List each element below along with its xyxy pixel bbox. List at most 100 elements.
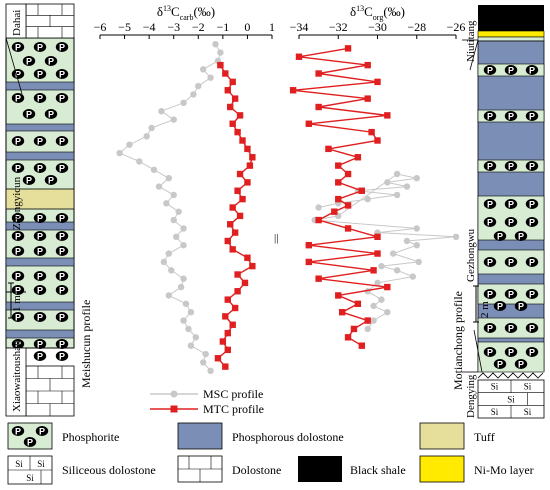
phosphorite-glyph-44: P <box>55 351 69 362</box>
data-point-mtc-0-36 <box>222 363 229 370</box>
data-point-msc-1-2 <box>364 195 371 203</box>
data-point-mtc-0-35 <box>214 355 222 362</box>
data-point-mtc-0-29 <box>231 304 239 312</box>
data-point-msc-0-10 <box>148 124 155 132</box>
data-point-mtc-1-13 <box>354 154 362 161</box>
data-point-msc-0-36 <box>187 342 195 349</box>
phosphorite-glyph-23: P <box>55 213 69 224</box>
data-point-msc-1-18 <box>378 262 385 270</box>
data-point-msc-0-18 <box>170 191 177 199</box>
svg-text:P: P <box>487 348 493 358</box>
data-point-msc-1-20 <box>409 273 417 280</box>
data-point-msc-0-30 <box>165 292 172 299</box>
x-tick-label-0-5: −1 <box>216 20 229 34</box>
svg-text:P: P <box>15 214 21 224</box>
phosphorite-glyph-65: P <box>483 289 497 300</box>
phosphorite-glyph-9: P <box>33 93 47 104</box>
separator-symbol: || <box>274 232 278 244</box>
legend-label-dolostone: Dolostone <box>232 463 281 477</box>
data-point-mtc-0-20 <box>231 229 239 236</box>
unconformity-line <box>477 372 544 379</box>
formation-label-dahai: Dahai <box>11 10 23 36</box>
data-point-mtc-1-3 <box>315 70 322 77</box>
dolostone-block-bottom <box>25 365 75 417</box>
svg-text:P: P <box>37 43 43 53</box>
legend-label-phosphorous-dolostone: Phosphorous dolostone <box>232 430 344 444</box>
data-point-mtc-1-26 <box>305 258 313 266</box>
phosphorite-glyph-30: P <box>11 271 25 282</box>
data-point-msc-0-35 <box>192 334 200 341</box>
phosphorite-glyph-29: P <box>55 246 69 257</box>
svg-text:P: P <box>37 247 43 257</box>
svg-text:P: P <box>39 427 45 437</box>
series-line-msc-profile-1 <box>314 173 457 330</box>
phosphorite-glyph-10: P <box>55 93 69 104</box>
legend-msc-marker <box>170 390 178 398</box>
svg-text:P: P <box>529 324 535 334</box>
phosphorite-glyph-37: P <box>33 312 47 323</box>
formation-label-gezhongwu: Gezhongwu <box>465 228 477 282</box>
svg-text:P: P <box>529 112 535 122</box>
svg-text:P: P <box>529 348 535 358</box>
svg-text:P: P <box>487 218 493 228</box>
data-point-mtc-0-33 <box>219 338 227 345</box>
data-point-msc-1-15 <box>413 241 420 249</box>
legend-label-siliceous-dolostone: Siliceous dolostone <box>62 463 156 477</box>
phosphorite-glyph-21: P <box>11 213 25 224</box>
data-point-msc-1-7 <box>413 174 420 182</box>
data-point-msc-1-6 <box>384 179 391 186</box>
svg-text:P: P <box>59 313 65 323</box>
phosphorite-glyph-76: P <box>493 359 507 370</box>
data-point-msc-0-8 <box>158 107 165 115</box>
phosphorite-glyph-28: P <box>33 246 47 257</box>
data-point-msc-1-23 <box>378 296 385 303</box>
chart-title-1: δ13Corg(‰) <box>350 4 405 22</box>
legend-label-black-shale: Black shale <box>350 463 406 477</box>
data-point-msc-1-0 <box>315 204 322 211</box>
legend-swatch-phosphorous-dolostone <box>177 422 223 450</box>
svg-text:P: P <box>27 438 33 448</box>
svg-text:Si: Si <box>491 407 499 417</box>
data-point-msc-0-33 <box>180 317 187 324</box>
data-point-msc-0-28 <box>180 275 187 282</box>
data-point-msc-0-5 <box>195 82 202 90</box>
legend-swatch-dolostone <box>177 455 223 483</box>
svg-text:P: P <box>26 110 32 120</box>
svg-text:P: P <box>59 70 65 80</box>
legend-glyph-0: P <box>11 426 25 437</box>
data-point-msc-1-16 <box>390 250 397 257</box>
data-point-mtc-0-6 <box>236 112 244 119</box>
data-point-mtc-0-3 <box>224 87 231 94</box>
svg-text:P: P <box>59 286 65 296</box>
svg-text:P: P <box>487 162 493 172</box>
data-point-msc-0-21 <box>170 216 177 224</box>
phosphorite-glyph-13: P <box>11 136 25 147</box>
data-point-mtc-0-26 <box>241 279 249 287</box>
svg-text:Si: Si <box>507 394 515 404</box>
data-point-mtc-1-20 <box>331 208 338 215</box>
data-point-mtc-0-19 <box>227 221 234 228</box>
data-point-mtc-1-29 <box>384 283 391 291</box>
data-point-msc-0-7 <box>180 99 187 107</box>
data-point-mtc-0-22 <box>229 246 236 253</box>
formation-label-zhongyicun: Zhongyicun <box>11 176 23 230</box>
data-point-msc-0-12 <box>126 141 133 148</box>
left-scale-label: 1 m <box>11 295 23 312</box>
svg-text:P: P <box>15 272 21 282</box>
data-point-mtc-0-12 <box>246 162 254 169</box>
data-point-msc-1-13 <box>452 233 460 241</box>
data-point-msc-1-27 <box>364 325 371 333</box>
phosphorite-glyph-48: P <box>483 111 497 122</box>
left-formation-labels: Dahai Zhongyicun Xiaowaitoushan 1 m <box>5 3 27 417</box>
phosphorite-glyph-64: P <box>525 257 539 268</box>
dolostone-block-top <box>25 3 75 39</box>
phosphorite-glyph-34: P <box>33 285 47 296</box>
data-point-msc-1-3 <box>393 191 401 199</box>
phosphorite-glyph-59: P <box>525 217 539 228</box>
data-point-msc-0-11 <box>143 133 150 140</box>
right-profile-label: Motianchong profile <box>451 291 465 390</box>
phosphorite-glyph-4: P <box>44 56 58 67</box>
